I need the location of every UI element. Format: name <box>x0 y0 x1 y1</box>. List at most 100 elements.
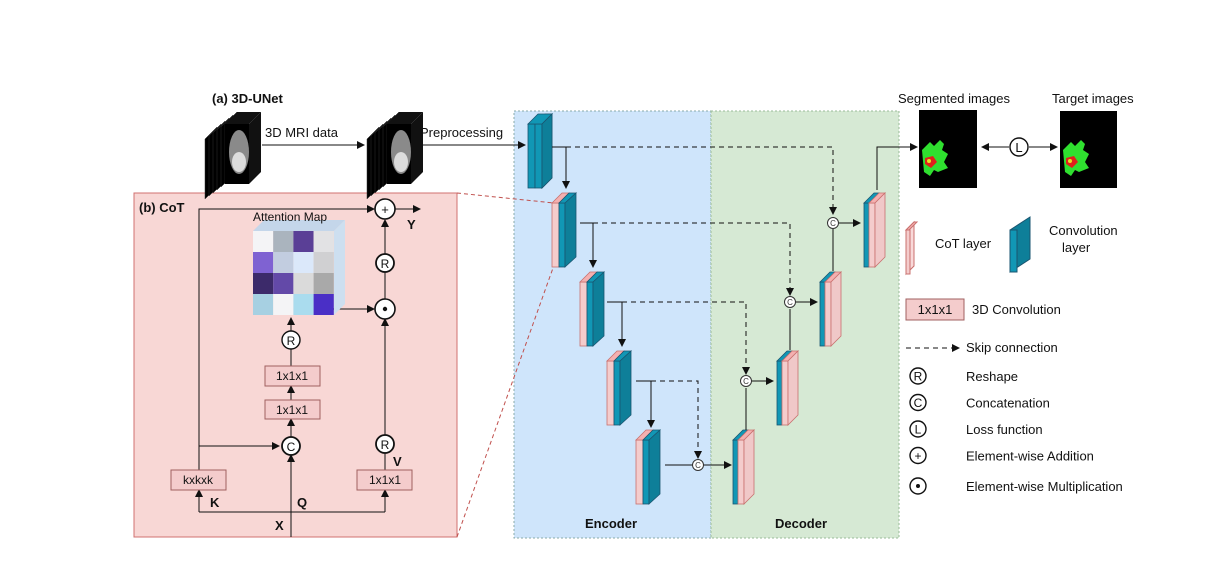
legend-item-label: Element-wise Addition <box>966 449 1094 464</box>
target-image <box>1060 111 1117 188</box>
legend-symbol-icon <box>909 393 927 412</box>
svg-text:R: R <box>381 257 390 271</box>
concat-node: C <box>740 375 752 387</box>
attention-cell <box>273 273 294 294</box>
concat-node: C <box>784 296 796 308</box>
zoom-line-bottom <box>456 267 554 538</box>
layer-block-face <box>635 439 644 505</box>
layer-block-face <box>830 271 842 347</box>
concat-symbol: C <box>830 219 836 228</box>
attention-cell <box>293 273 314 294</box>
layer-block-face <box>579 281 588 347</box>
legend-conv-layer-line2: layer <box>1062 240 1091 255</box>
loss-node <box>1009 137 1029 157</box>
attention-cell <box>273 252 294 273</box>
attention-cell <box>253 252 274 273</box>
title-cot: (b) CoT <box>139 200 185 215</box>
attention-cell <box>313 273 334 294</box>
layer-block-face <box>776 360 783 426</box>
legend: CoT layer Convolution layer 1x1x1 3D Con… <box>904 216 1123 495</box>
legend-conv-layer-line1: Convolution <box>1049 223 1118 238</box>
decoder-label: Decoder <box>775 516 827 531</box>
attention-cell <box>313 252 334 273</box>
svg-text:R: R <box>381 438 390 452</box>
layer-block-face <box>534 123 543 189</box>
concat-node-cot: C <box>281 436 301 456</box>
layer-block-face <box>586 281 594 347</box>
layer-block-face <box>551 202 560 268</box>
segmented-images-label: Segmented images <box>898 91 1011 106</box>
layer-block-face <box>606 360 615 426</box>
attention-cell <box>253 273 274 294</box>
concat-node: C <box>692 459 704 471</box>
legend-item-label: Concatenation <box>966 396 1050 411</box>
concat-nodes: C C C C <box>692 217 839 471</box>
legend-item-label: Reshape <box>966 369 1018 384</box>
kxkxk-text: kxkxk <box>183 473 214 487</box>
layer-block-face <box>863 202 870 268</box>
layer-block-face <box>541 113 553 189</box>
svg-text:+: + <box>381 202 389 217</box>
cot-wires <box>195 205 421 537</box>
layer-block-face <box>613 360 621 426</box>
q-label: Q <box>297 495 307 510</box>
conv-v-text: 1x1x1 <box>369 473 401 487</box>
concat-node: C <box>827 217 839 229</box>
reshape-node-out: R <box>375 253 395 273</box>
attention-map <box>253 220 345 315</box>
legend-conv3d-box <box>905 298 965 321</box>
layer-block-face <box>564 192 577 268</box>
zoom-line-top <box>456 192 555 204</box>
add-node: + <box>374 198 396 220</box>
multiply-node <box>374 298 396 320</box>
layer-block-face <box>592 271 605 347</box>
label-3d-mri-data: 3D MRI data <box>265 125 339 140</box>
target-images-label: Target images <box>1052 91 1134 106</box>
unet-blocks <box>527 113 886 505</box>
concat-symbol: C <box>787 298 793 307</box>
legend-cot-layer: CoT layer <box>935 236 992 251</box>
skip-connections <box>566 146 837 459</box>
layer-block-face <box>648 429 661 505</box>
attention-cell <box>273 231 294 252</box>
attention-cell <box>313 231 334 252</box>
legend-symbol-icon <box>909 367 927 385</box>
layer-block-face <box>527 123 536 189</box>
layer-block-face <box>874 192 886 268</box>
label-preprocessing: Preprocessing <box>420 125 503 140</box>
legend-conv3d-label: 3D Convolution <box>972 302 1061 317</box>
conv-1x1x1-box-v: 1x1x1 <box>356 469 413 491</box>
v-label: V <box>393 454 402 469</box>
legend-item: Element-wise Multiplication <box>909 477 1123 495</box>
svg-text:C: C <box>287 440 296 454</box>
layer-block-face <box>642 439 650 505</box>
layer-block-face <box>732 439 739 505</box>
layer-block-face <box>824 281 832 347</box>
legend-item-label: Element-wise Multiplication <box>966 479 1123 494</box>
layer-block-face <box>743 429 755 505</box>
svg-text:+: + <box>914 449 921 463</box>
decoder-arrows <box>745 143 918 430</box>
attention-cell <box>293 231 314 252</box>
attention-cell <box>293 294 314 315</box>
layer-block-face <box>781 360 789 426</box>
legend-symbol-icon <box>909 446 927 465</box>
title-3d-unet: (a) 3D-UNet <box>212 91 283 106</box>
attention-cell <box>253 294 274 315</box>
attention-cell <box>313 294 334 315</box>
x-label: X <box>275 518 284 533</box>
layer-block-face <box>737 439 745 505</box>
y-label: Y <box>407 217 416 232</box>
k-label: K <box>210 495 220 510</box>
svg-text:R: R <box>914 370 923 384</box>
legend-cot-layer-icon <box>904 220 919 276</box>
conv2-text: 1x1x1 <box>276 369 308 383</box>
layer-block-face <box>558 202 566 268</box>
legend-item: R Reshape <box>909 367 1018 385</box>
conv-1x1x1-box-2: 1x1x1 <box>264 365 321 387</box>
layer-block-face <box>868 202 876 268</box>
mri-preprocessed-stack <box>366 111 423 200</box>
segmented-image <box>919 110 977 188</box>
